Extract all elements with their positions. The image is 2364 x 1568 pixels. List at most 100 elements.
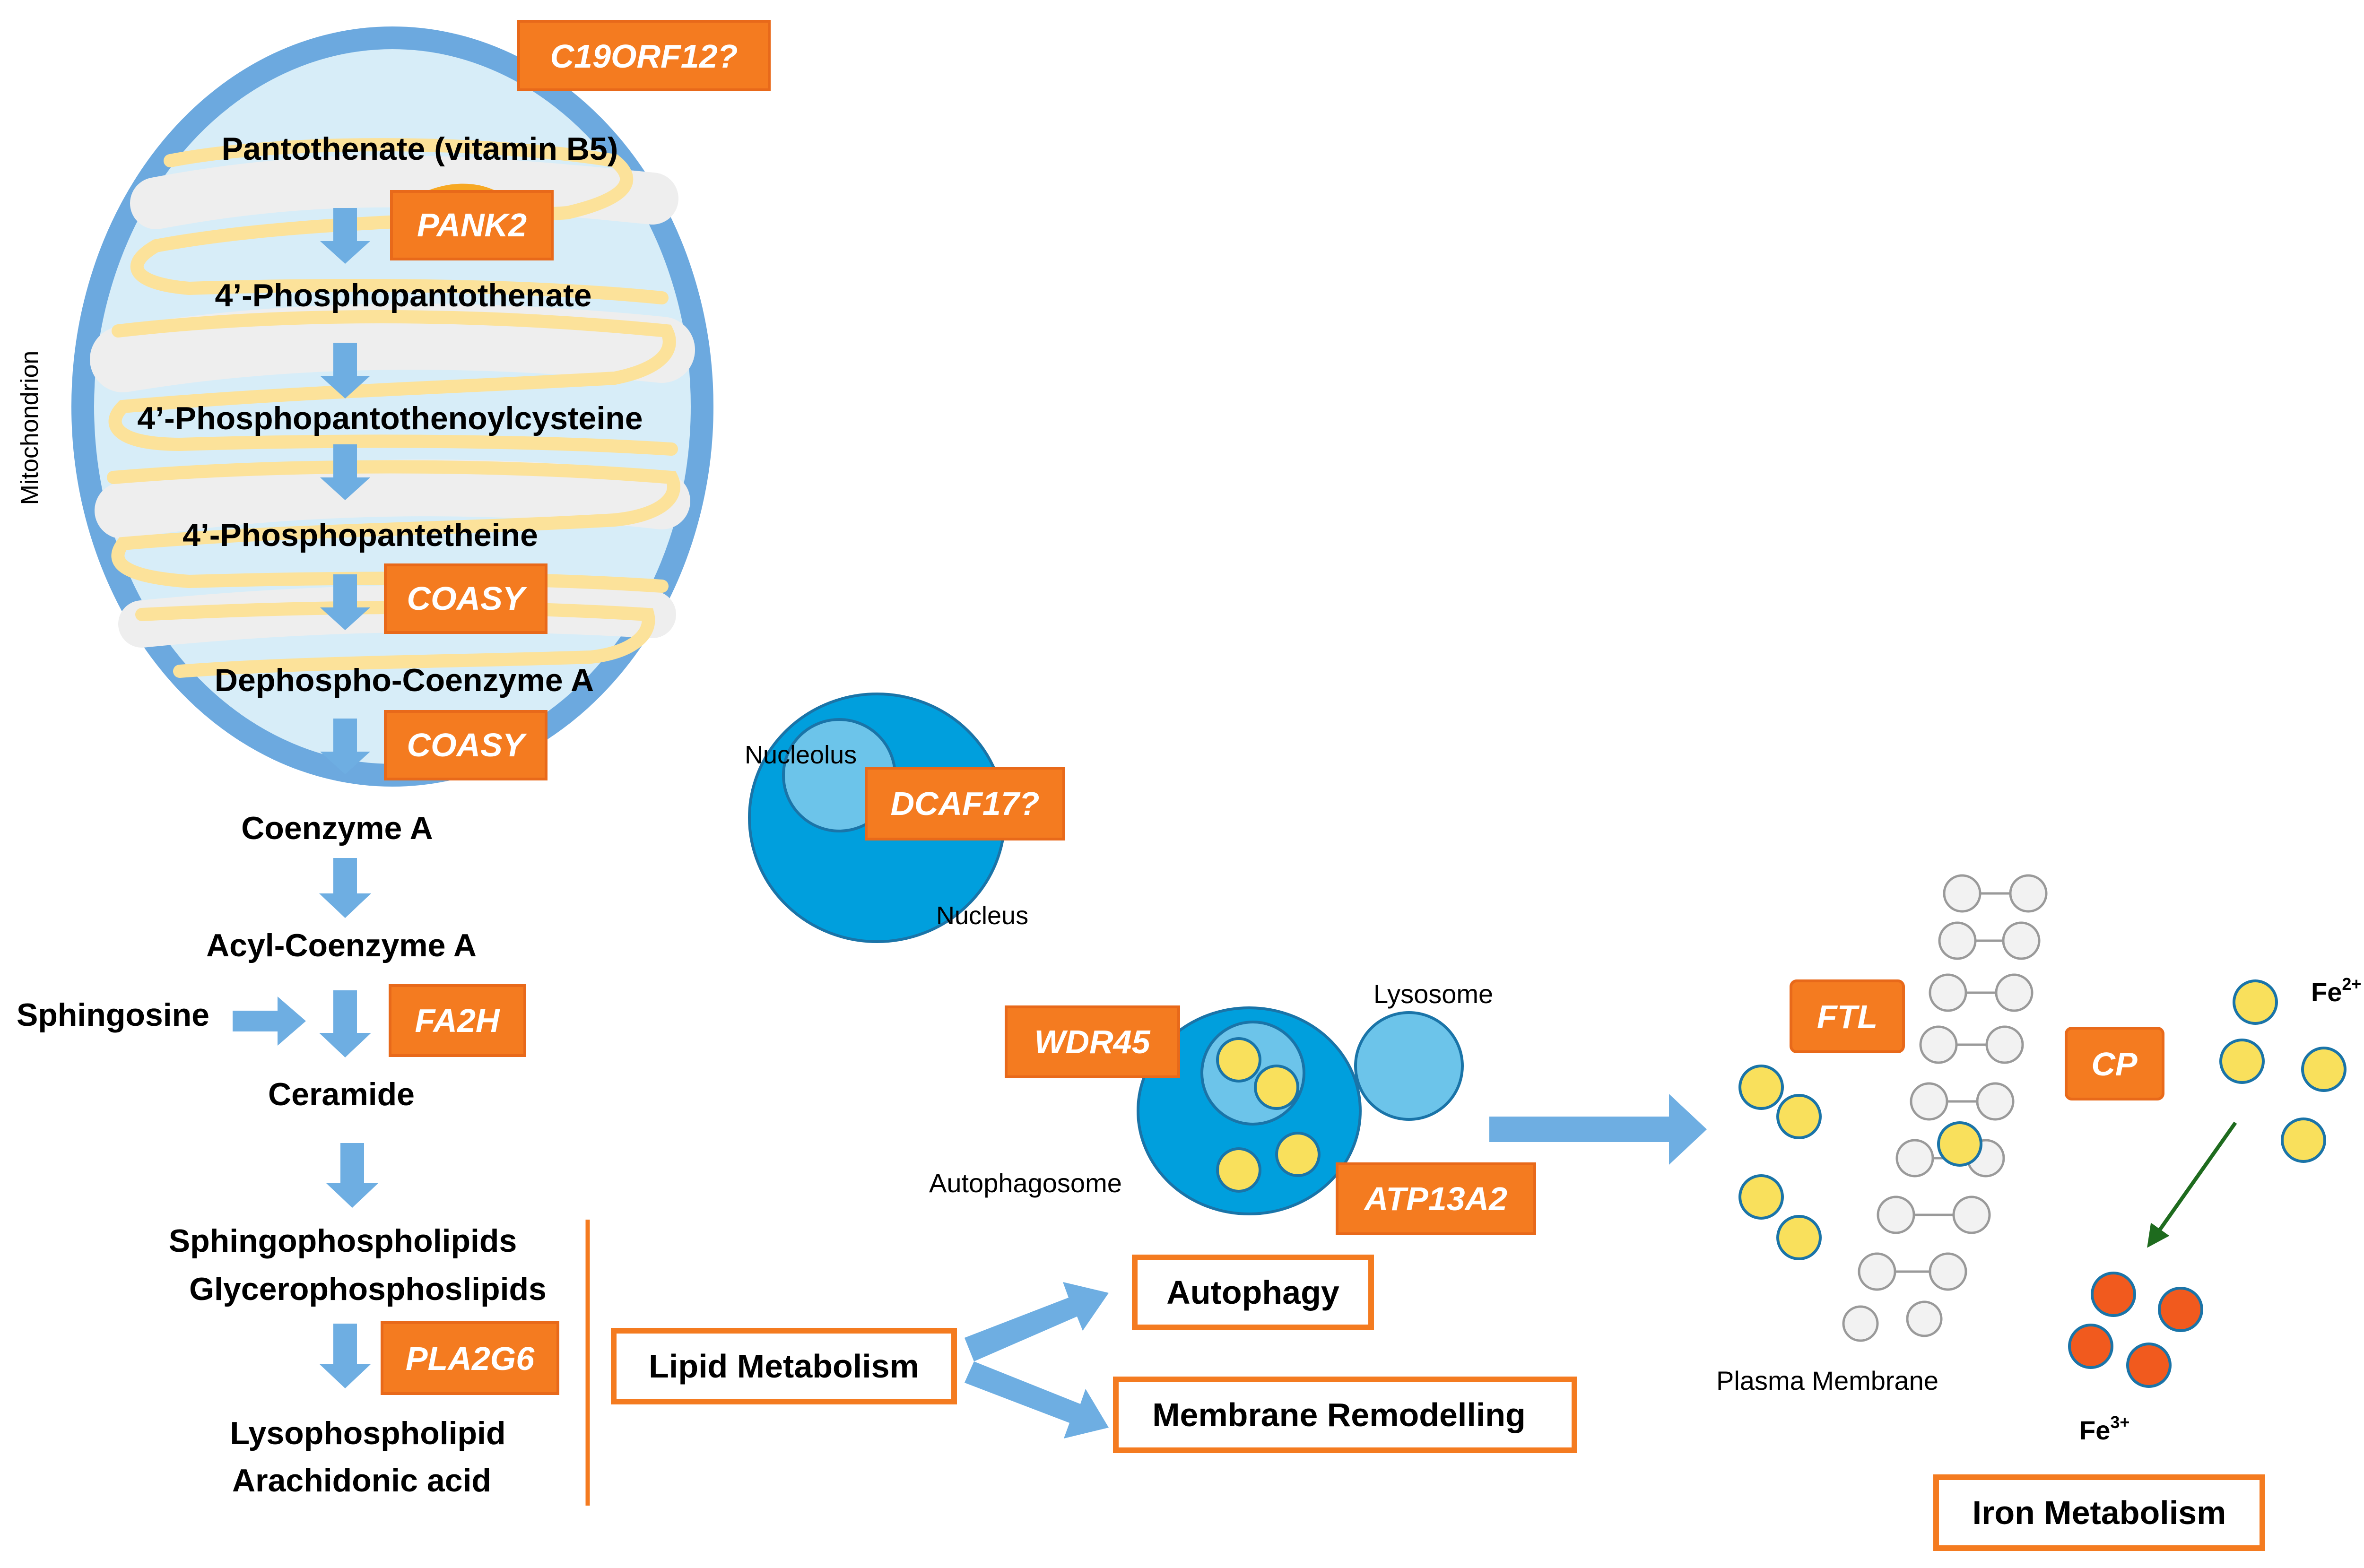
fe3-ion	[2091, 1272, 2136, 1317]
enzyme-ftl-box	[1790, 979, 1905, 1053]
enzyme-fa2h-box	[389, 984, 526, 1057]
enzyme-fa2h-label: FA2H	[415, 1002, 500, 1039]
step-phosphopantothenate: 4’-Phosphopantothenate	[215, 277, 591, 313]
fe2-ion	[2233, 979, 2278, 1025]
enzyme-fa2h: FA2H	[389, 984, 526, 1057]
arrow-acyl-to-ceramide	[319, 990, 371, 1057]
box-membrane-remodelling-label: Membrane Remodelling	[1152, 1396, 1526, 1433]
particle	[1216, 1147, 1261, 1193]
step-pantothenate: Pantothenate (vitamin B5)	[222, 131, 618, 167]
enzyme-dcaf17-label: DCAF17?	[890, 785, 1039, 822]
nucleus-label: Nucleus	[936, 901, 1028, 930]
arrow-down-3	[320, 444, 370, 500]
arachidonic-acid: Arachidonic acid	[232, 1463, 491, 1499]
enzyme-coasy-1-box	[384, 563, 548, 634]
box-lipid-metabolism-label: Lipid Metabolism	[649, 1348, 919, 1385]
fe3-base: Fe	[2079, 1415, 2110, 1445]
enzyme-wdr45-box	[1005, 1005, 1180, 1078]
arrow-to-autophagy	[965, 1282, 1109, 1361]
step-phosphopantetheine: 4’-Phosphopantetheine	[183, 517, 538, 553]
ferritin-particle	[1738, 1065, 1784, 1110]
enzyme-atp13a2-label: ATP13A2	[1364, 1180, 1507, 1217]
box-iron-metabolism: Iron Metabolism	[1933, 1474, 2265, 1551]
fe3-superscript: 3+	[2110, 1412, 2129, 1432]
box-autophagy: Autophagy	[1132, 1255, 1374, 1330]
mito-arrows	[320, 208, 370, 774]
fe2-superscript: 2+	[2342, 974, 2361, 994]
lysosome-label: Lysosome	[1373, 979, 1493, 1009]
enzyme-ftl-label: FTL	[1817, 998, 1877, 1035]
box-iron-metabolism-label: Iron Metabolism	[1973, 1494, 2226, 1531]
fe3-ions	[2068, 1272, 2203, 1388]
arrow-to-iron	[1489, 1094, 1707, 1165]
lipid-arrows	[233, 858, 378, 1388]
fe3-label: Fe3+	[2079, 1412, 2129, 1445]
lipid-pathway: Coenzyme A Acyl-Coenzyme A Sphingosine C…	[17, 810, 547, 1499]
fe2-ion	[2219, 1039, 2265, 1084]
particle	[1275, 1132, 1321, 1177]
arrow-down-1	[320, 208, 370, 264]
ferritin-particle	[1776, 1215, 1822, 1260]
arrow-to-lysophospholipid	[319, 1324, 371, 1388]
enzyme-pla2g6-label: PLA2G6	[406, 1340, 535, 1377]
enzyme-cp-label: CP	[2091, 1046, 2138, 1083]
step-dephospho-coa: Dephospho-Coenzyme A	[215, 662, 594, 698]
arrow-ceramide-to-phospholipids	[326, 1143, 378, 1208]
nucleus: Nucleolus Nucleus DCAF17?	[745, 693, 1065, 943]
enzyme-atp13a2-box	[1336, 1162, 1536, 1235]
box-autophagy-label: Autophagy	[1166, 1274, 1339, 1311]
lysosome	[1354, 1011, 1464, 1121]
coenzyme-a: Coenzyme A	[241, 810, 433, 846]
box-autophagy-frame	[1132, 1255, 1374, 1330]
enzyme-c19orf12-label: C19ORF12?	[550, 38, 738, 75]
fe2-ion	[2281, 1118, 2326, 1163]
box-lipid-metabolism-frame	[611, 1328, 957, 1404]
autophagosome-label: Autophagosome	[929, 1168, 1122, 1198]
acyl-coenzyme-a: Acyl-Coenzyme A	[206, 927, 477, 963]
box-lipid-metabolism: Lipid Metabolism	[611, 1328, 957, 1404]
enzyme-pank2: PANK2	[390, 190, 554, 260]
arrow-sphingosine	[233, 996, 306, 1046]
enzyme-dcaf17-box	[865, 767, 1065, 840]
enzyme-coasy-1: COASY	[384, 563, 548, 634]
sphingophospholipids: Sphingophospholipids	[169, 1223, 517, 1259]
phospholipid-heads	[1842, 874, 2048, 1342]
particle	[1216, 1037, 1261, 1083]
particle	[1254, 1065, 1299, 1110]
arrow-down-4	[320, 574, 370, 630]
fe3-ion	[2126, 1343, 2172, 1388]
ferritin-particle	[1738, 1174, 1784, 1220]
enzyme-pla2g6: PLA2G6	[381, 1321, 559, 1395]
fe2-ions	[2219, 979, 2347, 1163]
box-membrane-remodelling-frame	[1113, 1377, 1577, 1453]
oxidation-arrow	[2147, 1121, 2237, 1248]
box-membrane-remodelling: Membrane Remodelling	[1113, 1377, 1577, 1453]
fe3-ion	[2158, 1287, 2203, 1332]
enzyme-pank2-box	[390, 190, 554, 260]
enzyme-c19orf12: C19ORF12?	[517, 20, 771, 91]
enzyme-coasy-2: COASY	[384, 710, 548, 780]
fe2-base: Fe	[2311, 977, 2342, 1007]
lysophospholipid: Lysophospholipid	[230, 1415, 506, 1451]
ferritin-particle	[1937, 1121, 1982, 1167]
arrow-down-5	[320, 719, 370, 774]
nucleolus-label: Nucleolus	[745, 741, 857, 769]
enzyme-coasy-2-label: COASY	[407, 727, 527, 763]
enzyme-cp-box	[2065, 1027, 2164, 1100]
fe3-ion	[2068, 1324, 2113, 1369]
plasma-membrane-label: Plasma Membrane	[1716, 1366, 1938, 1395]
coa-biosynthesis-steps: Pantothenate (vitamin B5) 4’-Phosphopant…	[137, 131, 643, 698]
ferritin-particle	[1776, 1094, 1822, 1139]
mitochondrion-label: Mitochondrion	[16, 351, 43, 505]
enzyme-coasy-1-label: COASY	[407, 580, 527, 617]
arrow-coa-to-acyl	[319, 858, 371, 918]
ceramide: Ceramide	[268, 1076, 415, 1112]
outcome-arrows	[965, 1282, 1109, 1438]
arrow-down-2	[320, 343, 370, 398]
enzyme-wdr45-label: WDR45	[1034, 1023, 1150, 1060]
plasma-membrane: Plasma Membrane	[1716, 874, 2048, 1395]
fe2-label: Fe2+	[2311, 974, 2361, 1007]
sphingosine: Sphingosine	[17, 997, 209, 1033]
arrow-to-membrane-remodelling	[965, 1361, 1109, 1438]
